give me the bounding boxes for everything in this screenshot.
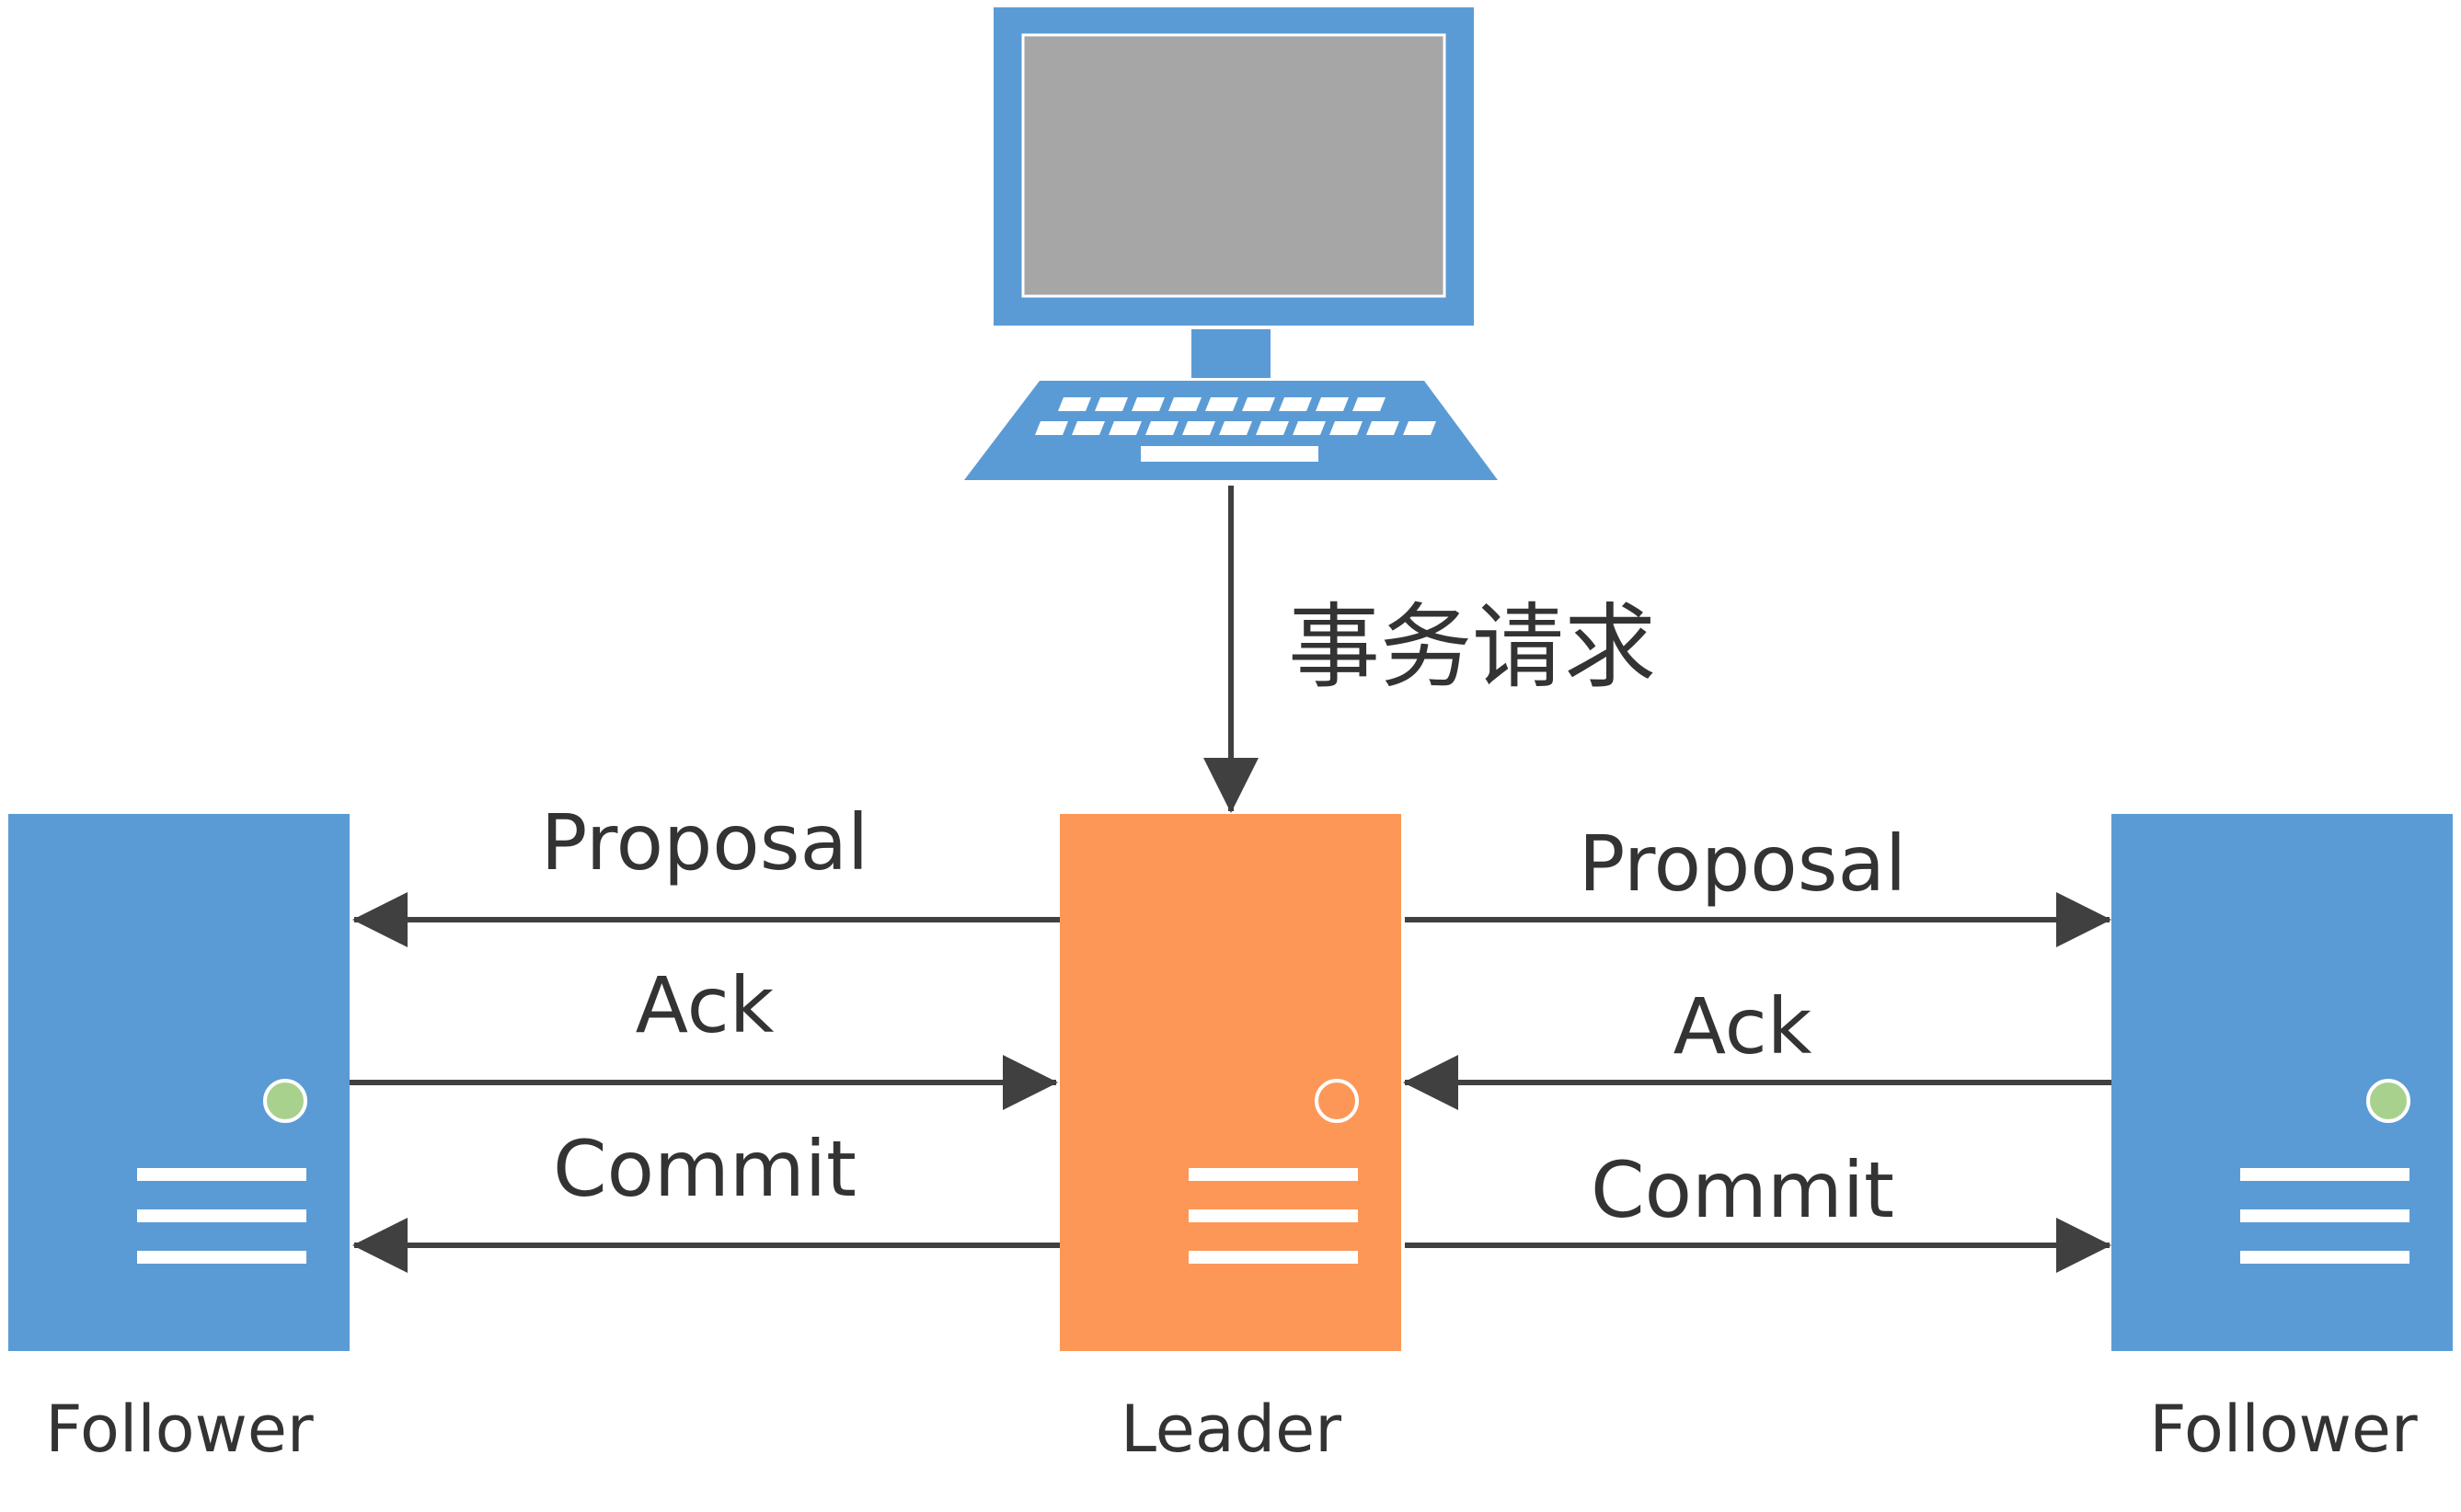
drive-slot xyxy=(137,1168,306,1181)
drive-slot xyxy=(137,1251,306,1264)
keyboard-key xyxy=(1168,397,1202,411)
left-ack-label: Ack xyxy=(636,960,775,1050)
server-body xyxy=(8,814,350,1351)
status-led xyxy=(1315,1079,1359,1123)
keyboard-keys xyxy=(1035,397,1436,435)
right-commit-label: Commit xyxy=(1591,1145,1894,1235)
drive-slot xyxy=(2240,1251,2409,1264)
right-follower-server xyxy=(2111,814,2453,1351)
keyboard-key xyxy=(1366,421,1399,435)
keyboard-key xyxy=(1058,397,1091,411)
drive-slot xyxy=(2240,1168,2409,1181)
status-led xyxy=(263,1079,307,1123)
keyboard-key xyxy=(1109,421,1142,435)
right-ack-label: Ack xyxy=(1673,981,1812,1071)
keyboard-key xyxy=(1256,421,1289,435)
server-body xyxy=(2111,814,2453,1351)
server-body xyxy=(1060,814,1401,1351)
keyboard-key xyxy=(1279,397,1312,411)
keyboard-key xyxy=(1132,397,1165,411)
drive-slot xyxy=(137,1209,306,1222)
drive-slot xyxy=(1189,1209,1358,1222)
laptop-screen xyxy=(1021,33,1446,298)
leader-label: Leader xyxy=(1121,1392,1341,1467)
status-led xyxy=(2366,1079,2410,1123)
keyboard-key xyxy=(1072,421,1105,435)
keyboard-key xyxy=(1182,421,1215,435)
laptop-icon xyxy=(964,7,1498,480)
right-follower-label: Follower xyxy=(2149,1392,2418,1467)
right-proposal-label: Proposal xyxy=(1579,819,1907,909)
keyboard-key xyxy=(1219,421,1252,435)
keyboard-key xyxy=(1329,421,1363,435)
keyboard-key xyxy=(1205,397,1238,411)
keyboard-key xyxy=(1352,397,1386,411)
keyboard-key xyxy=(1035,421,1068,435)
left-follower-label: Follower xyxy=(45,1392,314,1467)
drive-slot xyxy=(2240,1209,2409,1222)
keyboard-key xyxy=(1242,397,1275,411)
left-follower-server xyxy=(8,814,350,1351)
left-proposal-label: Proposal xyxy=(541,797,869,888)
keyboard-key xyxy=(1293,421,1326,435)
laptop-neck xyxy=(1191,329,1271,378)
keyboard-key xyxy=(1403,421,1436,435)
left-commit-label: Commit xyxy=(553,1124,857,1214)
keyboard-spacebar xyxy=(1141,446,1318,462)
drive-slot xyxy=(1189,1168,1358,1181)
keyboard-key xyxy=(1316,397,1349,411)
request-label: 事务请求 xyxy=(1288,593,1656,701)
drive-slot xyxy=(1189,1251,1358,1264)
keyboard-key xyxy=(1095,397,1128,411)
keyboard-key xyxy=(1145,421,1179,435)
leader-server xyxy=(1060,814,1401,1351)
